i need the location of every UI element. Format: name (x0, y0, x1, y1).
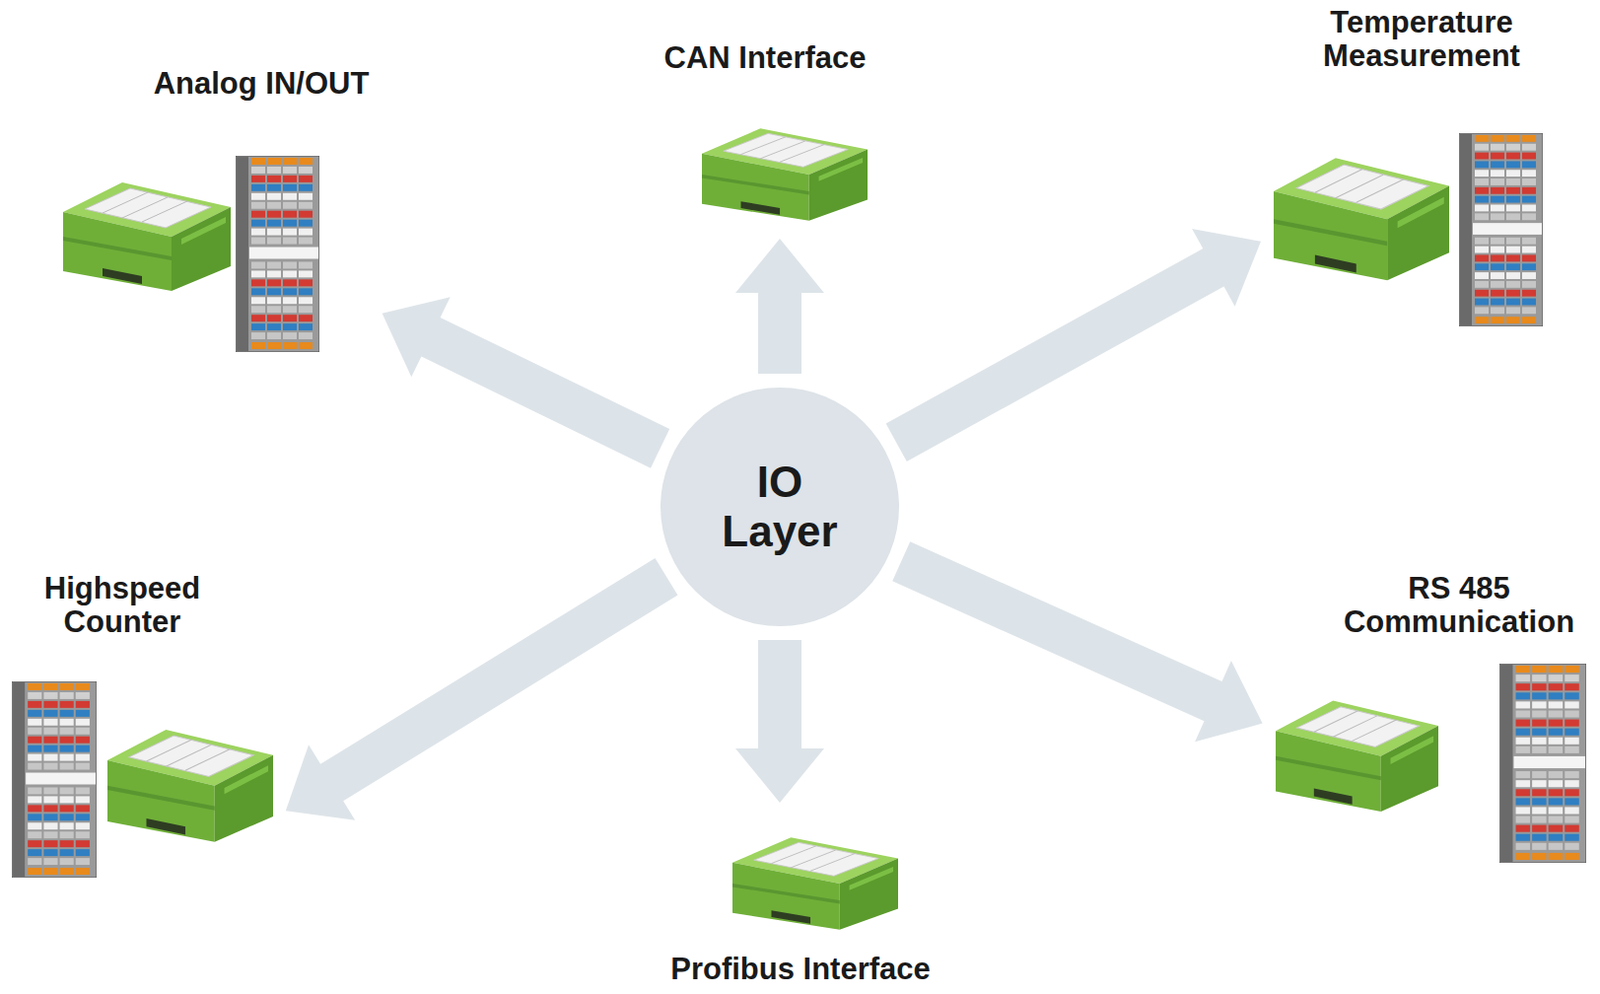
block-arrow (285, 557, 679, 821)
module-group: RS 485 Communication (1269, 565, 1594, 869)
module-heading: Highspeed Counter (23, 571, 221, 639)
block-arrow (735, 639, 825, 803)
module-heading: Analog IN/OUT (153, 67, 370, 101)
module-heading: RS 485 Communication (1330, 571, 1588, 639)
block-arrow (892, 541, 1262, 742)
terminal-strip (235, 155, 320, 352)
io-module (701, 128, 868, 221)
module-heading: Profibus Interface (670, 952, 931, 986)
block-arrow (382, 296, 671, 468)
module-group: Profibus Interface (664, 810, 937, 992)
module-group: Highspeed Counter (5, 565, 279, 884)
io-module (107, 729, 274, 842)
io-module (63, 182, 231, 291)
module-heading: Temperature Measurement (1308, 5, 1535, 73)
io-module (732, 836, 899, 930)
terminal-strip (1499, 663, 1587, 863)
module-group: Analog IN/OUT (57, 61, 375, 358)
block-arrow (735, 238, 825, 374)
io-module (1275, 700, 1439, 812)
terminal-strip (1459, 133, 1543, 327)
module-heading: CAN Interface (664, 41, 867, 75)
io-layer-circle: IO Layer (660, 387, 900, 627)
terminal-strip (11, 681, 97, 878)
module-group: CAN Interface (658, 35, 875, 231)
io-module (1273, 157, 1450, 280)
module-group: Temperature Measurement (1267, 0, 1549, 333)
block-arrow (886, 228, 1261, 462)
layer-label: IO Layer (710, 457, 849, 557)
